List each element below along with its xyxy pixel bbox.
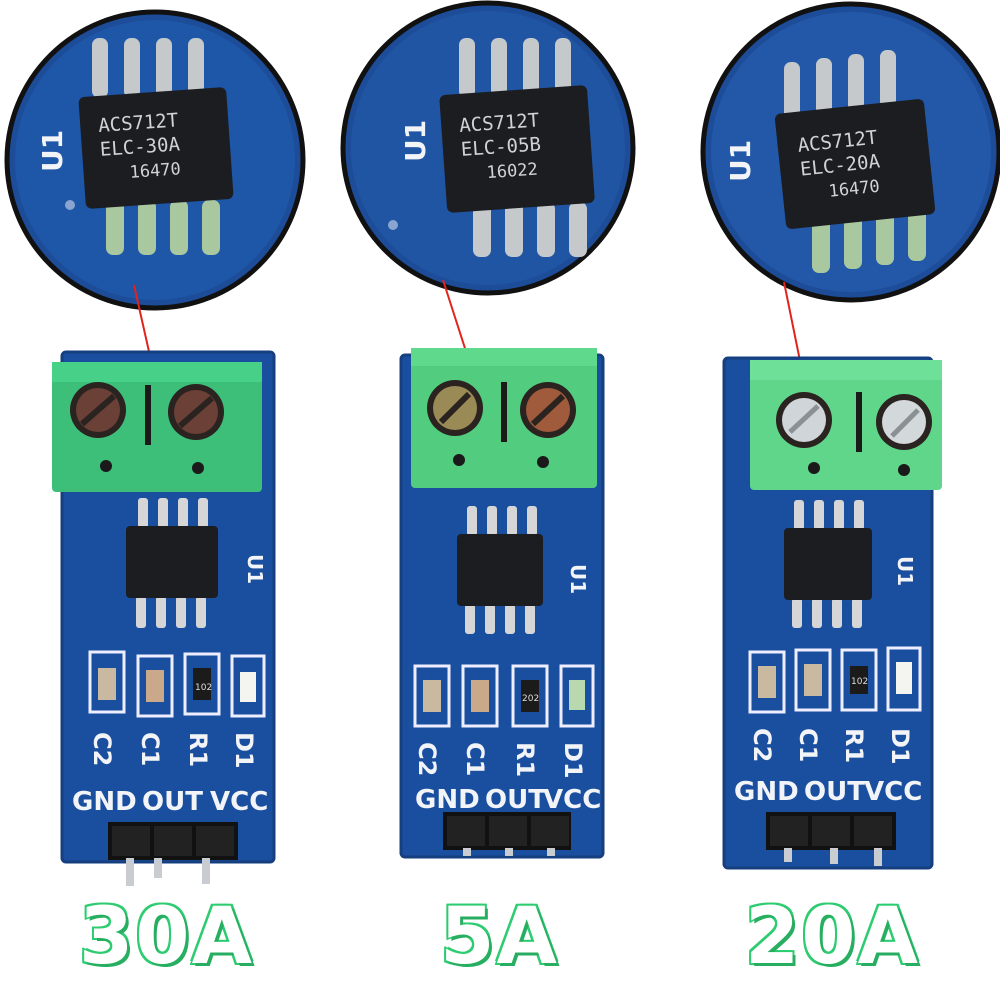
label-d1: D1	[886, 728, 914, 765]
module-illustration: ACS712T ELC-20A 16470 U1	[700, 1, 1000, 870]
chip-marking-line3: 16022	[486, 160, 538, 184]
zoom-magnifier: ACS712T ELC-30A 16470 U1	[4, 9, 306, 311]
silkscreen-ref-zoom: U1	[36, 130, 69, 172]
label-c2: C2	[413, 742, 441, 776]
pin-header	[766, 812, 896, 866]
pin-label-out: OUT	[485, 785, 546, 815]
label-r1: R1	[840, 728, 868, 763]
chip-pins-bottom-zoom	[106, 200, 220, 255]
resistor-code: 102	[851, 677, 868, 687]
silkscreen-ref-zoom: U1	[724, 140, 757, 182]
pin-label-vcc: VCC	[210, 787, 268, 817]
screw-terminal	[411, 348, 597, 488]
pin-header	[443, 812, 571, 856]
module-illustration: ACS712T ELC-05B 16022 U1	[340, 0, 636, 859]
silkscreen-ref: U1	[893, 556, 917, 586]
acs712-chip: U1	[457, 506, 590, 634]
pin-labels: GND OUT VCC	[415, 785, 601, 815]
pin-label-gnd: GND	[415, 785, 480, 815]
component-labels: C2 C1 R1 D1	[88, 732, 258, 769]
passive-components: 202	[413, 664, 595, 728]
amp-rating-label: 5A	[439, 891, 559, 984]
silkscreen-ref: U1	[566, 564, 590, 594]
label-r1: R1	[511, 742, 539, 777]
label-c1: C1	[794, 728, 822, 762]
component-labels: C2 C1 R1 D1	[748, 728, 914, 765]
screw-terminal	[52, 362, 262, 492]
amp-rating-label: 20A	[744, 891, 920, 984]
acs712-chip: U1	[784, 500, 917, 628]
label-d1: D1	[559, 742, 587, 779]
label-r1: R1	[184, 732, 212, 767]
pin-labels: GND OUT VCC	[72, 787, 268, 817]
zoom-magnifier: ACS712T ELC-20A 16470 U1	[700, 1, 1000, 303]
sensor-module-30a: ACS712T ELC-30A 16470 U1	[0, 0, 333, 1000]
screw-terminal	[750, 360, 942, 490]
chip-body-zoom	[774, 99, 936, 229]
silkscreen-ref-zoom: U1	[399, 120, 432, 162]
label-d1: D1	[230, 732, 258, 769]
zoom-magnifier: ACS712T ELC-05B 16022 U1	[340, 0, 636, 296]
label-c1: C1	[136, 732, 164, 766]
label-c1: C1	[461, 742, 489, 776]
sensor-module-20a: ACS712T ELC-20A 16470 U1	[666, 0, 1000, 1000]
pin-label-vcc: VCC	[864, 777, 922, 807]
pin-label-out: OUT	[142, 787, 203, 817]
resistor-code: 102	[195, 683, 212, 693]
pin-header	[108, 822, 238, 886]
amp-rating-label: 30A	[78, 891, 254, 984]
silkscreen-ref: U1	[243, 554, 267, 584]
pin-label-out: OUT	[804, 777, 865, 807]
module-illustration: ACS712T ELC-30A 16470 U1	[4, 9, 306, 886]
pin-label-gnd: GND	[72, 787, 137, 817]
pin-labels: GND OUT VCC	[734, 777, 922, 807]
component-labels: C2 C1 R1 D1	[413, 742, 587, 779]
label-c2: C2	[88, 732, 116, 766]
pin-label-vcc: VCC	[543, 785, 601, 815]
chip-marking-line3: 16470	[129, 159, 181, 183]
label-c2: C2	[748, 728, 776, 762]
passive-components: 102	[88, 650, 266, 718]
chip-pins-top-zoom	[92, 38, 204, 98]
passive-components: 102	[748, 646, 922, 714]
resistor-code: 202	[522, 694, 539, 704]
chip-body-zoom	[78, 87, 234, 209]
pin-label-gnd: GND	[734, 777, 799, 807]
chip-body-zoom	[439, 85, 595, 213]
acs712-chip: U1	[126, 498, 267, 628]
sensor-module-5a: ACS712T ELC-05B 16022 U1	[333, 0, 666, 1000]
